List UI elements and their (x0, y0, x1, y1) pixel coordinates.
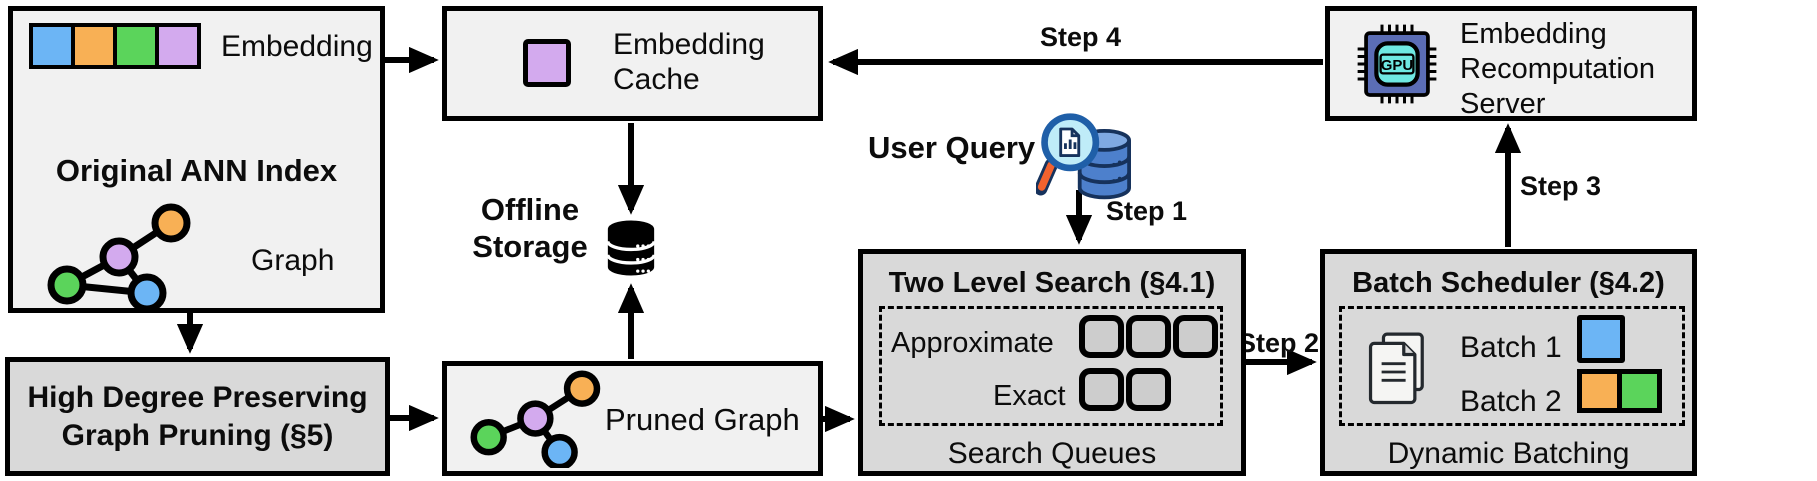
batch2-embedding-squares (1577, 369, 1662, 413)
batch-scheduler-title: Batch Scheduler (§4.2) (1352, 267, 1665, 299)
embedding-label: Embedding (221, 30, 373, 63)
gpu-icon: GPU (1357, 24, 1437, 104)
approximate-queue-slots (1079, 315, 1218, 358)
batch1-embedding-square (1577, 315, 1625, 363)
two-level-search-title: Two Level Search (§4.1) (888, 267, 1216, 299)
batch1-label: Batch 1 (1460, 331, 1562, 364)
embedding-cache-box: Embedding Cache (442, 6, 823, 121)
queue-slot (1126, 315, 1171, 358)
queue-slot (1079, 315, 1124, 358)
embedding-cell-orange (75, 27, 113, 65)
recomputation-server-box: GPU Embedding Recomputation Server (1325, 6, 1697, 121)
offline-storage-label: Offline Storage (472, 192, 588, 264)
two-level-search-box: Two Level Search (§4.1) Approximate Exac… (858, 249, 1246, 476)
queue-slot (1173, 315, 1218, 358)
recomputation-server-label: Embedding Recomputation Server (1460, 18, 1656, 120)
user-query-label: User Query (868, 130, 1036, 165)
batch-scheduler-box: Batch Scheduler (§4.2) Batch 1 Batch 2 D… (1320, 249, 1697, 476)
pruned-graph-box: Pruned Graph (442, 361, 823, 476)
batch2-square-orange (1582, 374, 1617, 408)
exact-label: Exact (993, 380, 1066, 412)
queue-slot (1079, 368, 1124, 411)
step4-label: Step 4 (1040, 22, 1122, 52)
original-ann-index-box: Embedding Original ANN Index Graph (8, 6, 385, 313)
exact-queue-slots (1079, 368, 1171, 411)
step3-label: Step 3 (1520, 171, 1602, 201)
embedding-cell-blue (33, 27, 71, 65)
approximate-label: Approximate (891, 327, 1054, 359)
pruned-graph-label: Pruned Graph (605, 402, 800, 437)
step1-label: Step 1 (1106, 196, 1188, 226)
embedding-cache-label: Embedding Cache (613, 28, 765, 97)
embedding-cell-purple (159, 27, 197, 65)
queries-documents-icon (1368, 332, 1424, 405)
dynamic-batching-caption: Dynamic Batching (1387, 437, 1630, 470)
gpu-icon-label: GPU (1381, 57, 1414, 74)
ann-graph-icon (47, 203, 191, 311)
dynamic-batching-dashed-panel (1339, 306, 1685, 426)
original-ann-index-title: Original ANN Index (55, 153, 338, 188)
embedding-cell-green (117, 27, 155, 65)
graph-pruning-box: High Degree Preserving Graph Pruning (§5… (5, 357, 390, 476)
graph-label: Graph (251, 244, 335, 277)
cached-embedding-icon (523, 39, 571, 87)
graph-pruning-title: High Degree Preserving Graph Pruning (§5… (27, 381, 368, 452)
search-queues-dashed-panel (879, 306, 1223, 426)
offline-storage-database-icon (606, 220, 656, 276)
step2-label: Step 2 (1238, 328, 1320, 358)
batch2-square-green (1622, 374, 1657, 408)
queue-slot (1126, 368, 1171, 411)
search-queues-caption: Search Queues (947, 437, 1157, 470)
pruned-graph-icon (470, 370, 601, 468)
user-query-icon (1036, 113, 1131, 200)
batch2-label: Batch 2 (1460, 385, 1562, 418)
embedding-vector-icon (29, 23, 201, 69)
